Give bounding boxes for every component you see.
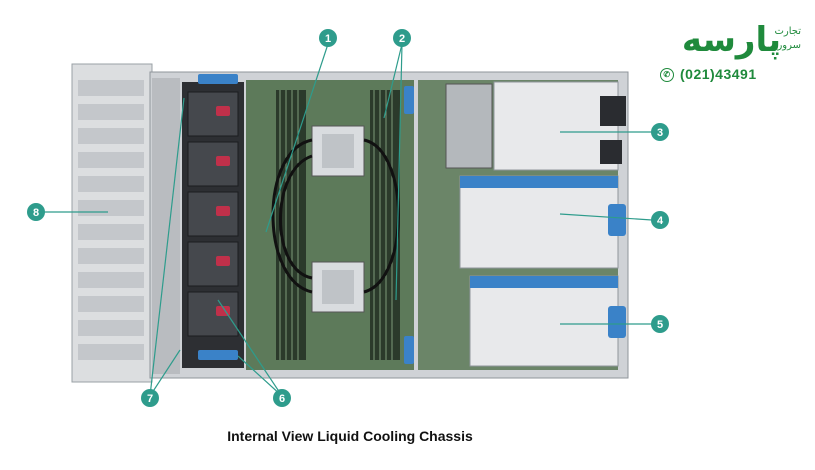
svg-text:3: 3	[657, 127, 663, 139]
fan-handle-top	[198, 74, 238, 84]
svg-text:4: 4	[657, 215, 664, 227]
logo-line-1: تجارت	[774, 26, 801, 37]
phone-number-text: (021)43491	[680, 66, 757, 82]
callout-1: 1	[319, 29, 337, 47]
phone-number: ✆ (021)43491	[660, 66, 757, 83]
callout-6: 6	[273, 389, 291, 407]
callout-5: 5	[651, 315, 669, 333]
svg-text:8: 8	[33, 207, 39, 219]
dimm-bank-right	[370, 90, 400, 360]
riser-cage-lower	[469, 275, 626, 367]
callout-leaders	[36, 43, 653, 397]
fan-wall	[182, 82, 244, 368]
drive-cage	[71, 63, 153, 383]
fan-handle-bottom	[198, 350, 238, 360]
callout-7: 7	[141, 389, 159, 407]
company-logo: پارسه تجارت سرور	[655, 18, 805, 88]
cpu-cold-plate-2	[311, 261, 365, 313]
callout-4: 4	[651, 211, 669, 229]
callout-8: 8	[27, 203, 45, 221]
dimm-latch-bottom	[404, 336, 414, 364]
callout-3: 3	[651, 123, 669, 141]
dimm-latch-top	[404, 86, 414, 114]
figure-caption: Internal View Liquid Cooling Chassis	[227, 428, 473, 444]
riser-cage-upper	[459, 175, 626, 269]
cpu-cold-plate-1	[311, 125, 365, 177]
psu-cage	[445, 83, 493, 169]
power-supply	[493, 81, 626, 171]
callout-2: 2	[393, 29, 411, 47]
svg-text:1: 1	[325, 33, 331, 45]
svg-text:7: 7	[147, 393, 153, 405]
svg-text:5: 5	[657, 319, 663, 331]
logo-line-2: سرور	[777, 40, 801, 51]
backplane	[152, 78, 180, 374]
svg-text:6: 6	[279, 393, 285, 405]
logo-brand-text: پارسه	[681, 20, 781, 60]
svg-text:2: 2	[399, 33, 405, 45]
phone-icon: ✆	[660, 68, 674, 83]
